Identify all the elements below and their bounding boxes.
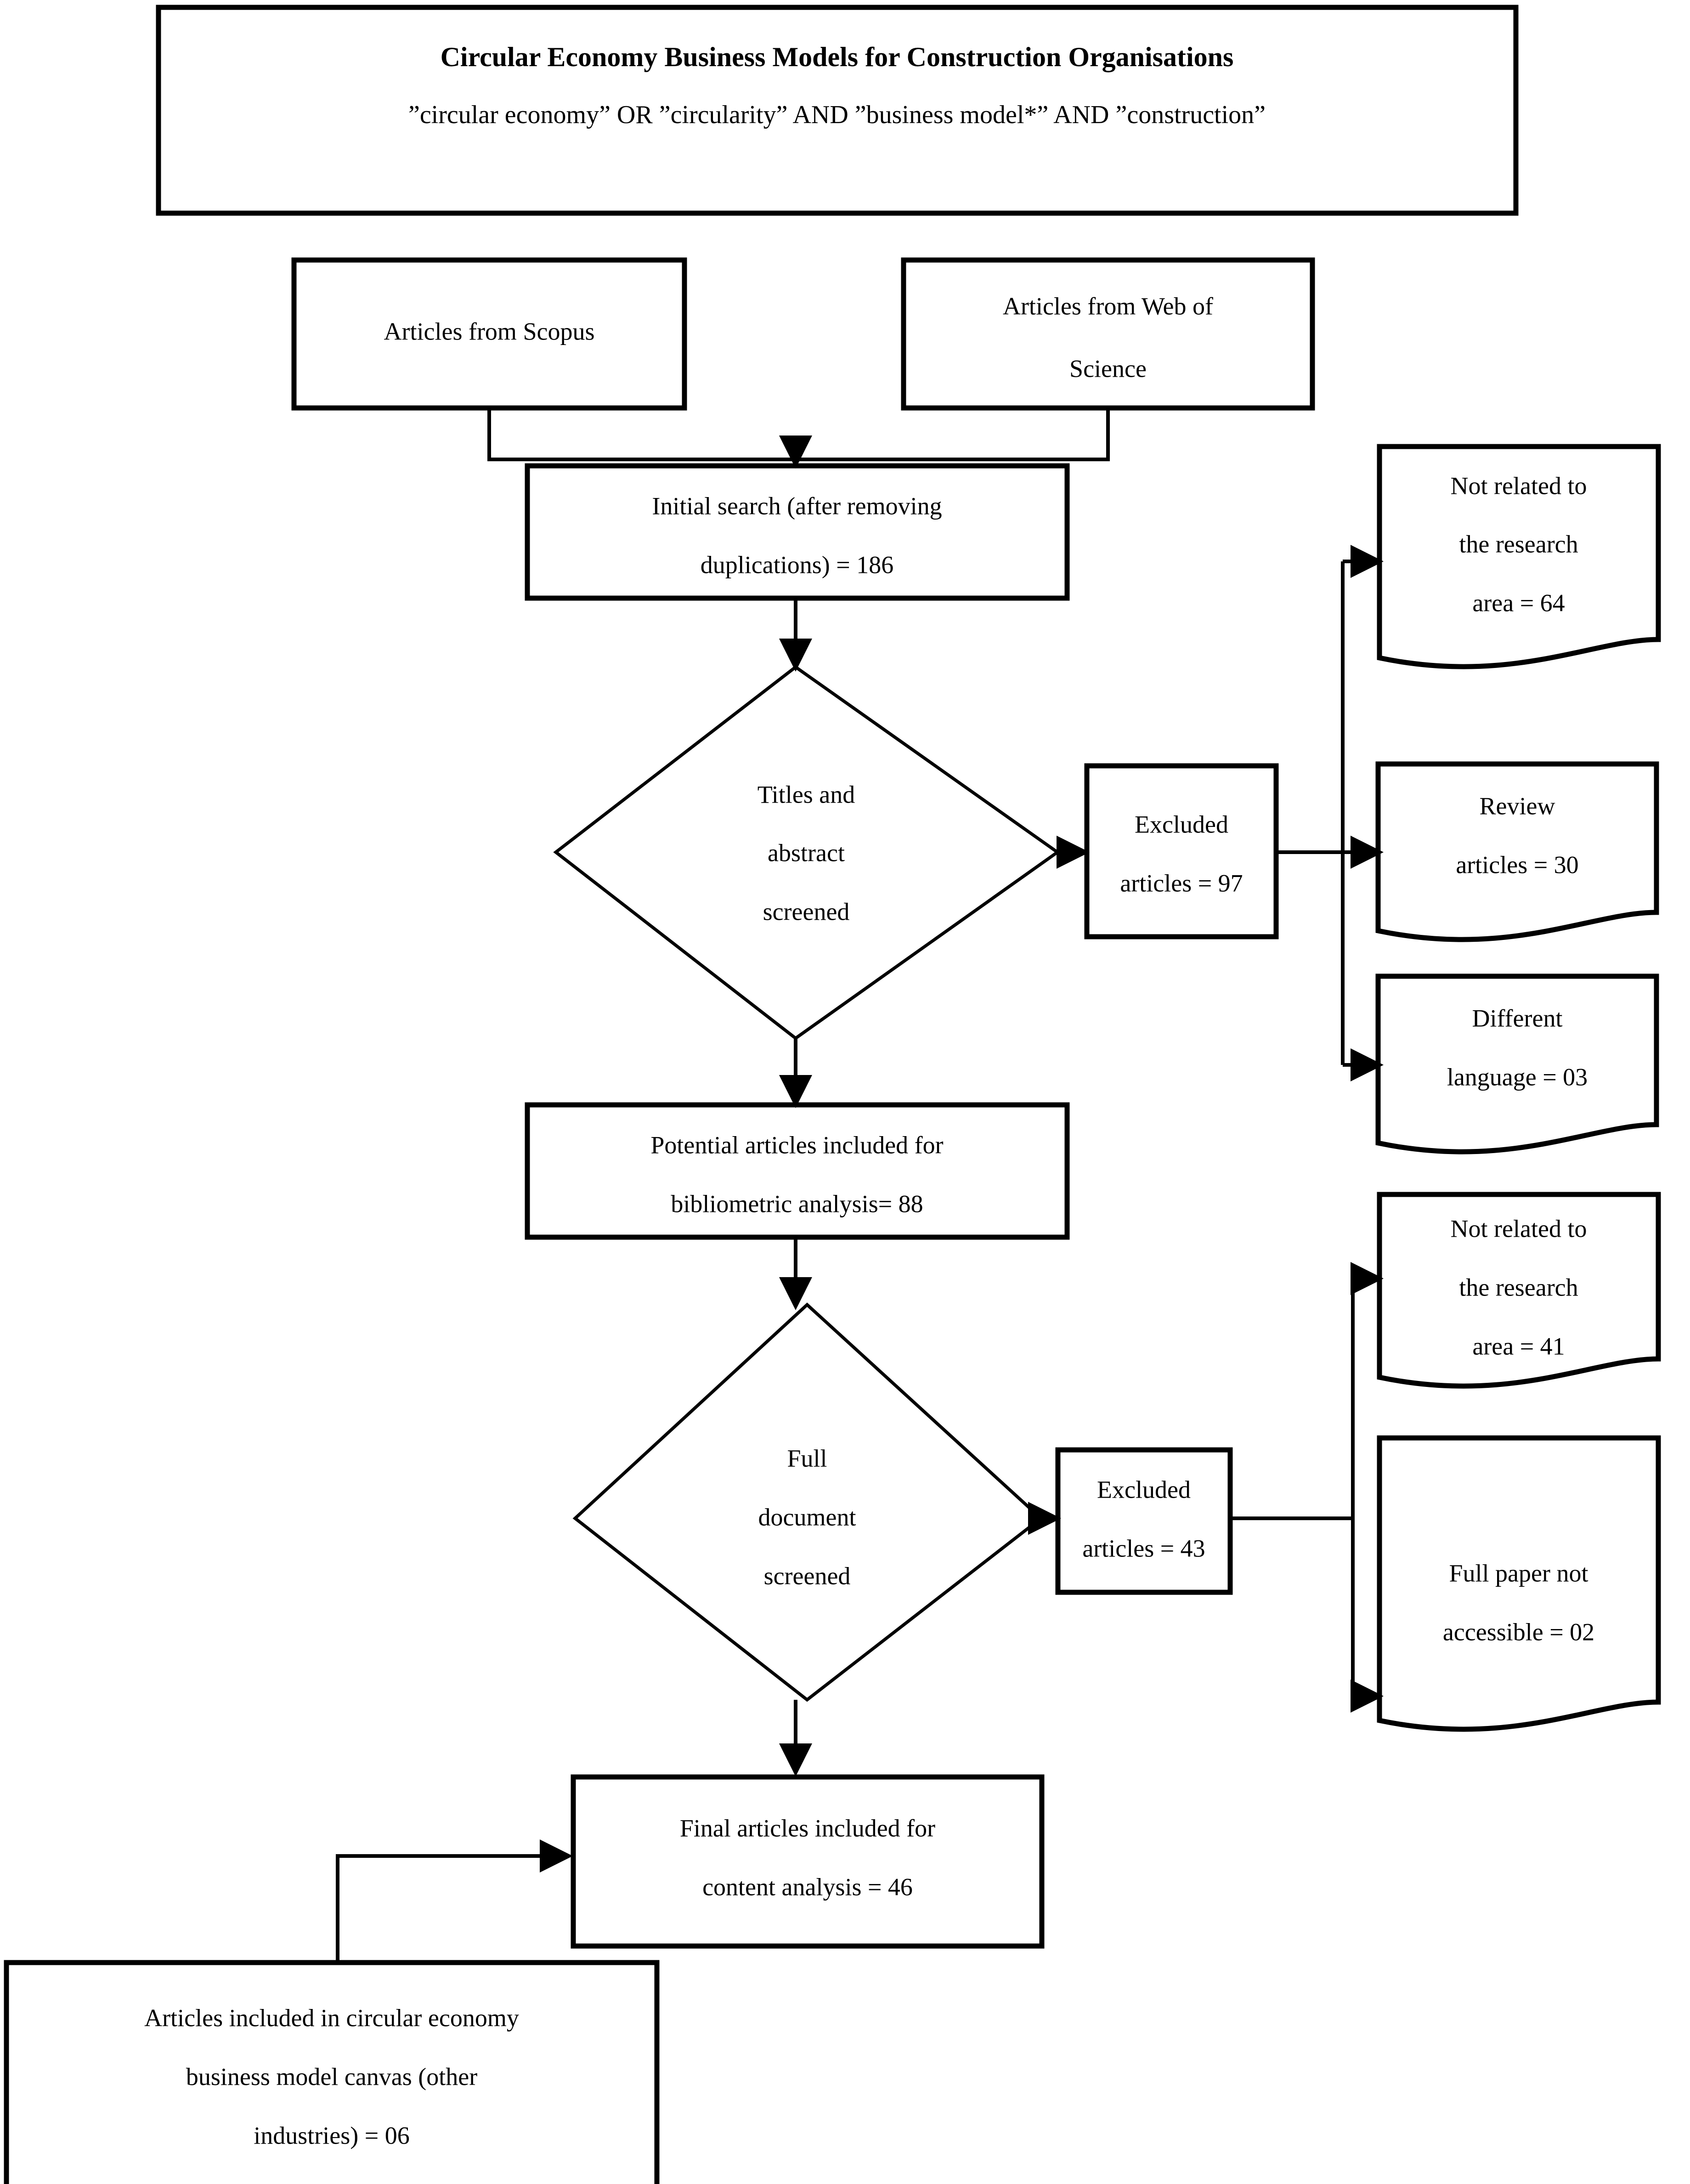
connector-other-industries-to-final xyxy=(336,1839,573,1961)
step-final-articles[interactable]: Final articles included for content anal… xyxy=(571,1774,1045,1949)
step-full-document-screened-line3: screened xyxy=(764,1562,851,1590)
reason-doc-not-related-41[interactable]: Not related to the research area = 41 xyxy=(1377,1192,1661,1389)
step-full-document-screened-line2: document xyxy=(758,1503,856,1531)
reason-doc-full-paper-not-accessible-02-shape xyxy=(1377,1435,1661,1732)
reason-doc-not-related-64-shape xyxy=(1377,444,1661,669)
step-potential-articles-frame xyxy=(525,1102,1070,1240)
connector-scopus-to-initial xyxy=(487,408,796,461)
search-query: ”circular economy” OR ”circularity” AND … xyxy=(408,101,1266,129)
step-initial-search-line1: Initial search (after removing xyxy=(652,492,942,520)
exclusion-box-excluded-43[interactable]: Excluded articles = 43 xyxy=(1055,1447,1233,1595)
exclusion-box-excluded-97[interactable]: Excluded articles = 97 xyxy=(1084,763,1279,939)
step-potential-articles-line1: Potential articles included for xyxy=(650,1131,943,1159)
connector-wos-to-initial xyxy=(796,408,1110,461)
reason-doc-different-language-03-shape xyxy=(1375,973,1659,1154)
step-titles-abstract-screened-line1: Titles and xyxy=(757,781,855,808)
source-box-scopus-label: Articles from Scopus xyxy=(384,317,595,345)
connectors xyxy=(336,408,1384,1961)
step-initial-search-line2: duplications) = 186 xyxy=(701,551,893,578)
step-final-articles-line1: Final articles included for xyxy=(680,1814,935,1842)
source-box-web-of-science[interactable]: Articles from Web of Science xyxy=(901,257,1315,411)
side-input-other-industries[interactable]: Articles included in circular economy bu… xyxy=(4,1960,660,2184)
reason-doc-review-articles-30-shape xyxy=(1375,761,1659,942)
step-potential-articles-line2: bibliometric analysis= 88 xyxy=(671,1190,923,1217)
step-titles-abstract-screened-line2: abstract xyxy=(768,839,845,866)
reason-doc-not-related-41-line1: Not related to xyxy=(1451,1215,1587,1242)
exclusion-box-excluded-43-frame xyxy=(1055,1447,1233,1595)
reason-doc-different-language-03-line1: Different xyxy=(1472,1004,1563,1032)
source-box-web-of-science-label-line2: Science xyxy=(1069,355,1147,382)
title-box: Circular Economy Business Models for Con… xyxy=(156,5,1519,216)
source-box-web-of-science-label-line1: Articles from Web of xyxy=(1003,292,1213,320)
reason-doc-full-paper-not-accessible-02[interactable]: Full paper not accessible = 02 xyxy=(1377,1435,1661,1732)
page-title: Circular Economy Business Models for Con… xyxy=(441,42,1234,72)
exclusion-box-excluded-97-line2: articles = 97 xyxy=(1120,869,1243,897)
step-initial-search[interactable]: Initial search (after removing duplicati… xyxy=(525,463,1070,601)
step-potential-articles[interactable]: Potential articles included for bibliome… xyxy=(525,1102,1070,1240)
reason-doc-review-articles-30-line1: Review xyxy=(1480,792,1555,820)
source-box-scopus[interactable]: Articles from Scopus xyxy=(291,257,687,411)
reason-doc-not-related-64[interactable]: Not related to the research area = 64 xyxy=(1377,444,1661,669)
exclusion-box-excluded-97-frame xyxy=(1084,763,1279,939)
reason-doc-not-related-64-line1: Not related to xyxy=(1451,472,1587,499)
step-initial-search-frame xyxy=(525,463,1070,601)
reason-doc-not-related-41-line2: the research xyxy=(1459,1273,1578,1301)
reason-doc-different-language-03-line2: language = 03 xyxy=(1447,1063,1588,1091)
exclusion-box-excluded-43-line2: articles = 43 xyxy=(1082,1534,1205,1562)
side-input-other-industries-line1: Articles included in circular economy xyxy=(144,2004,519,2031)
step-titles-abstract-screened-shape xyxy=(553,665,1061,1041)
reason-doc-not-related-41-line3: area = 41 xyxy=(1472,1332,1565,1360)
reason-doc-different-language-03[interactable]: Different language = 03 xyxy=(1375,973,1659,1154)
source-box-scopus-frame xyxy=(291,257,687,411)
reason-doc-not-related-41-shape xyxy=(1377,1192,1661,1389)
exclusion-box-excluded-97-line1: Excluded xyxy=(1135,810,1228,838)
step-titles-abstract-screened[interactable]: Titles and abstract screened xyxy=(553,665,1061,1041)
reason-doc-not-related-64-line2: the research xyxy=(1459,530,1578,558)
step-full-document-screened-line1: Full xyxy=(787,1444,827,1472)
side-input-other-industries-frame xyxy=(4,1960,660,2184)
step-full-document-screened-shape xyxy=(572,1302,1044,1702)
reason-doc-full-paper-not-accessible-02-line2: accessible = 02 xyxy=(1443,1618,1594,1646)
side-input-other-industries-line3: industries) = 06 xyxy=(254,2122,409,2149)
reason-doc-review-articles-30[interactable]: Review articles = 30 xyxy=(1375,761,1659,942)
source-box-web-of-science-frame xyxy=(901,257,1315,411)
exclusion-box-excluded-43-line1: Excluded xyxy=(1097,1476,1191,1503)
step-final-articles-frame xyxy=(571,1774,1045,1949)
reason-doc-review-articles-30-line2: articles = 30 xyxy=(1456,851,1578,878)
reason-doc-not-related-64-line3: area = 64 xyxy=(1472,589,1565,617)
step-full-document-screened[interactable]: Full document screened xyxy=(572,1302,1044,1702)
reason-doc-full-paper-not-accessible-02-line1: Full paper not xyxy=(1449,1559,1588,1587)
step-final-articles-line2: content analysis = 46 xyxy=(702,1873,913,1901)
side-input-other-industries-line2: business model canvas (other xyxy=(186,2063,477,2090)
title-box-frame xyxy=(156,5,1519,216)
step-titles-abstract-screened-line3: screened xyxy=(763,898,850,925)
